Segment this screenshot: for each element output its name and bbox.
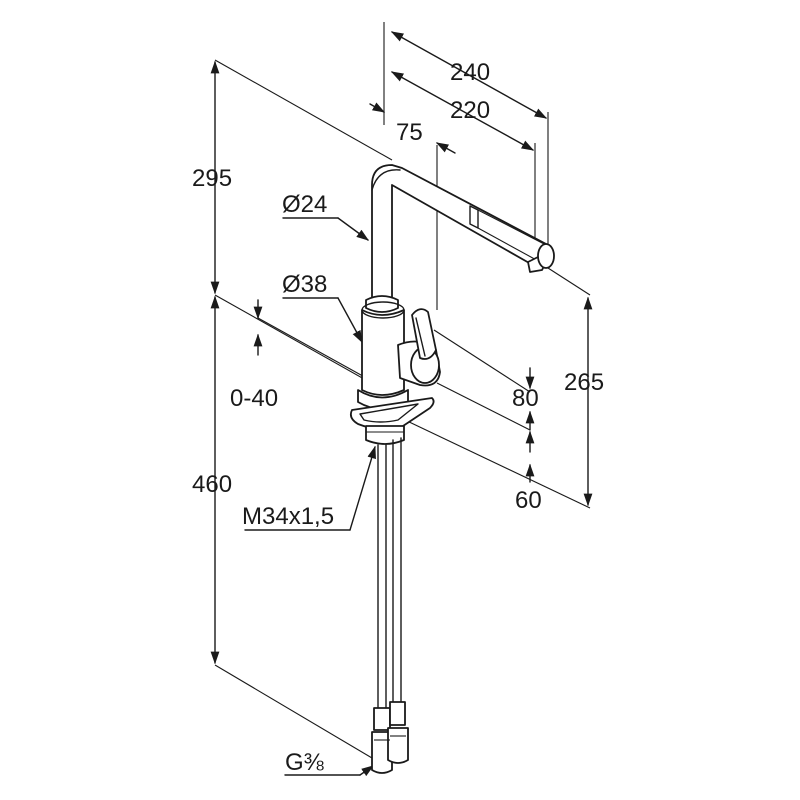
label-75: 75: [396, 119, 423, 146]
label-60: 60: [515, 487, 542, 514]
label-80: 80: [512, 385, 539, 412]
label-connection: G⅜: [285, 749, 325, 776]
label-295: 295: [192, 165, 232, 192]
label-diameter-24: Ø24: [282, 191, 327, 218]
label-460: 460: [192, 471, 232, 498]
label-220: 220: [450, 97, 490, 124]
label-0-40: 0-40: [230, 385, 278, 412]
label-diameter-38: Ø38: [282, 271, 327, 298]
faucet-body: [349, 164, 555, 774]
label-thread: M34x1,5: [242, 503, 334, 530]
label-265: 265: [564, 369, 604, 396]
dimension-lines: [210, 31, 593, 777]
extension-lines: [214, 22, 591, 759]
label-240: 240: [450, 59, 490, 86]
